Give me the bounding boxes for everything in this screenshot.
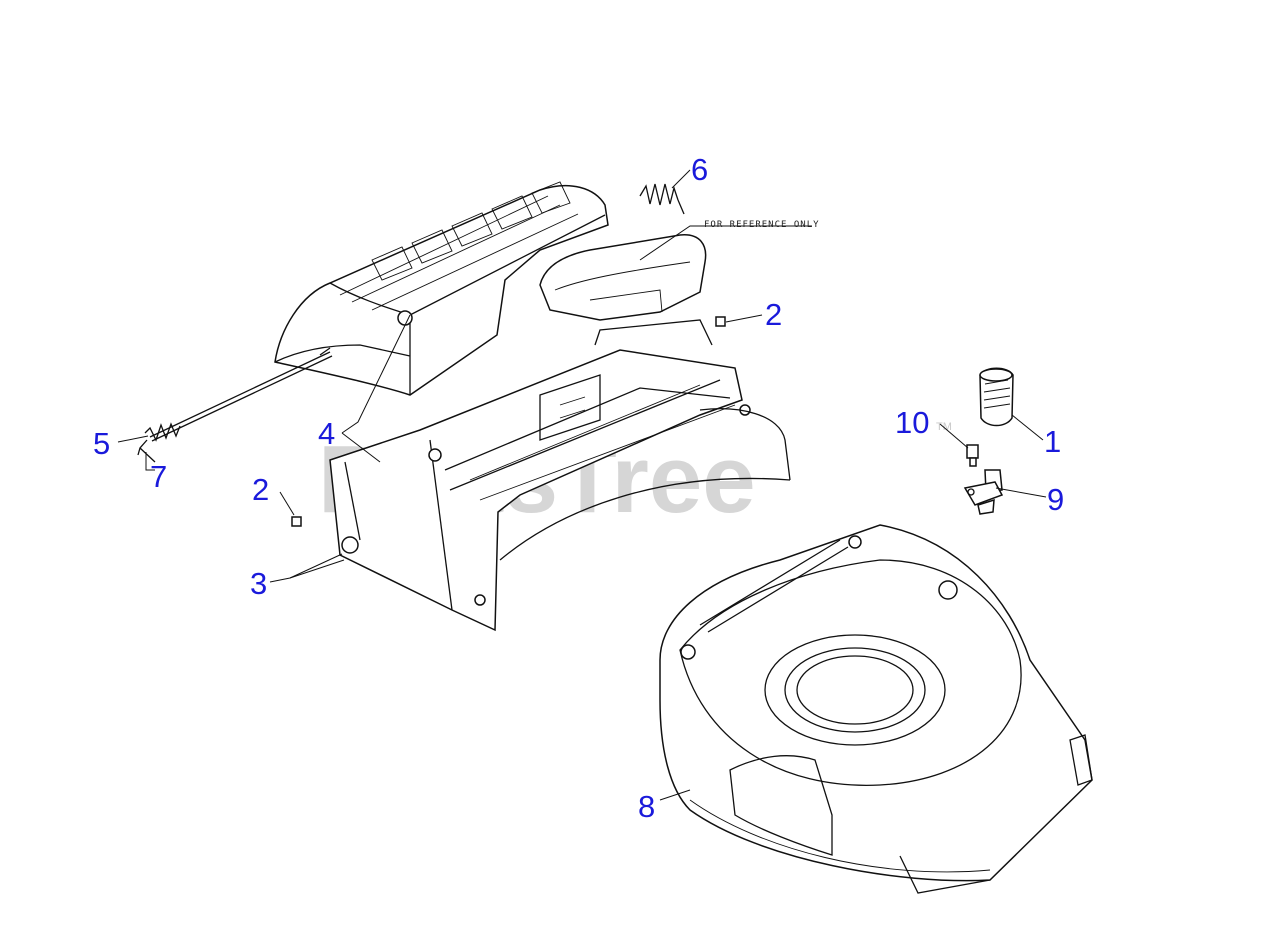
callout-6[interactable]: 6 [691,152,708,187]
callout-8[interactable]: 8 [638,789,655,824]
callout-10[interactable]: 10 [895,405,929,440]
callout-7[interactable]: 7 [150,459,167,494]
bracket-part [963,469,1004,515]
rear-frame-part [329,319,791,632]
spring-top-part [639,183,685,215]
leader-lines [117,169,1047,801]
callout-5[interactable]: 5 [93,426,110,461]
callout-1[interactable]: 1 [1044,424,1061,459]
callout-2-left[interactable]: 2 [252,472,269,507]
reference-note: FOR REFERENCE ONLY [704,220,820,230]
nut-right-part [715,316,726,327]
callout-2-right[interactable]: 2 [765,297,782,332]
deck-part [659,524,1093,894]
callout-4[interactable]: 4 [318,416,335,451]
reference-chute [539,234,707,321]
nut-left-part [291,516,302,527]
knob-part [979,367,1014,427]
callout-9[interactable]: 9 [1047,482,1064,517]
rear-door-part [274,181,609,396]
callout-3[interactable]: 3 [250,566,267,601]
pin-part [966,444,979,467]
rod-part [149,351,333,442]
spring-left-part [137,422,181,463]
